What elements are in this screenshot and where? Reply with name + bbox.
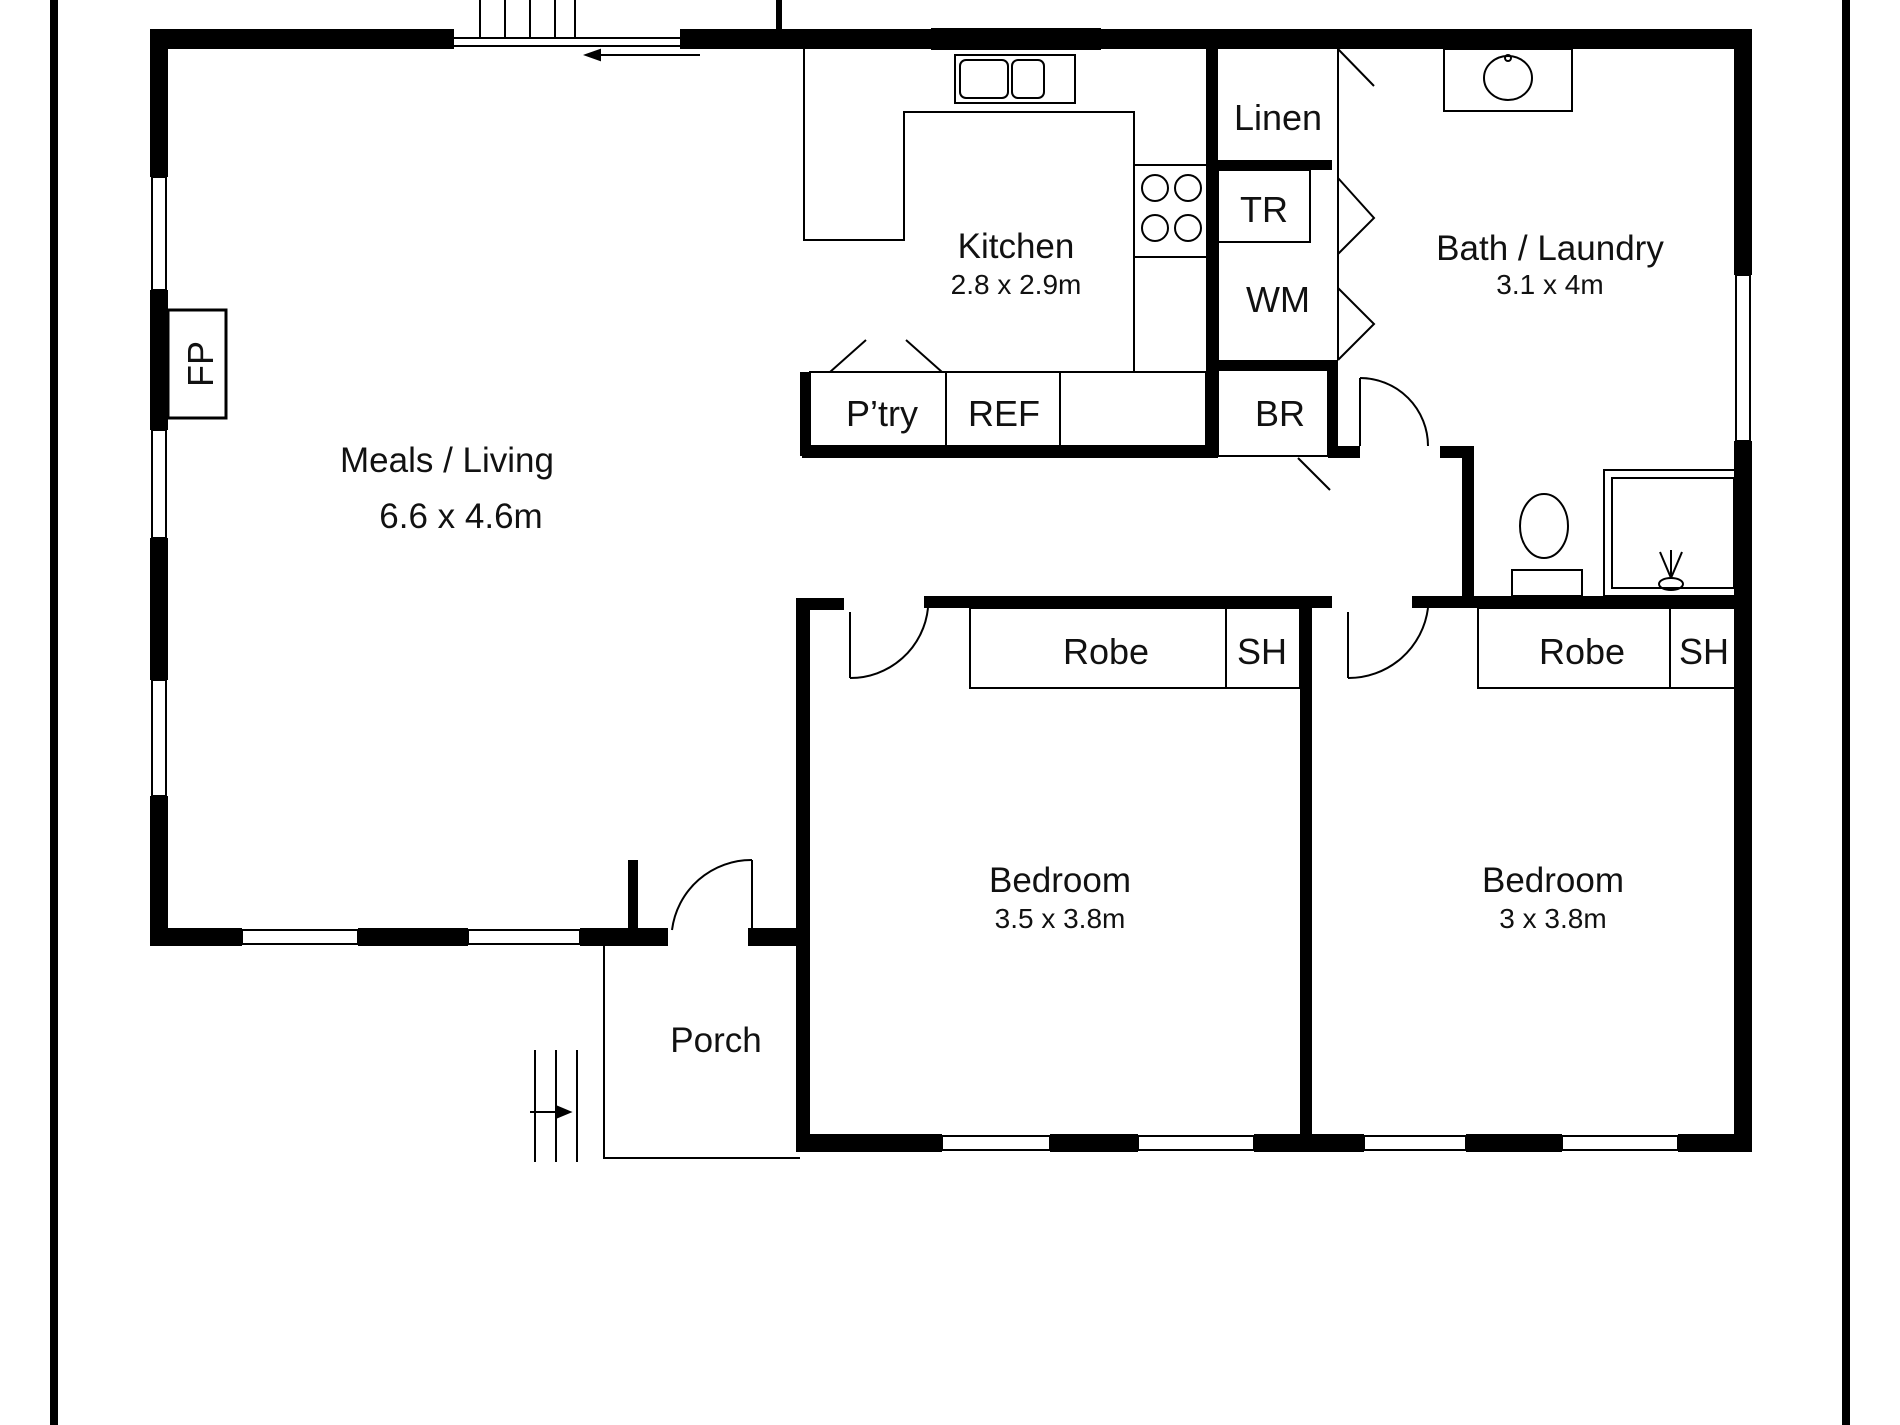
room-dims-meals-living: 6.6 x 4.6m [379,497,542,536]
label-wm: WM [1246,279,1310,320]
top-post [776,0,782,30]
doors [671,377,1429,931]
label-pantry: P’try [846,393,918,434]
sliding-door-top [454,0,700,62]
room-name-bedroom-1: Bedroom [989,861,1131,900]
room-dims-bath-laundry: 3.1 x 4m [1496,269,1603,300]
kitchen-benches [803,49,1211,447]
room-dims-bedroom-2: 3 x 3.8m [1499,903,1606,934]
label-robe-2: Robe [1539,631,1625,672]
robes [969,607,1743,689]
label-sh-2: SH [1679,631,1729,672]
label-sh-1: SH [1237,631,1287,672]
label-linen: Linen [1234,97,1322,138]
room-dims-bedroom-1: 3.5 x 3.8m [995,903,1126,934]
room-name-bedroom-2: Bedroom [1482,861,1624,900]
label-tr: TR [1240,189,1288,230]
label-br: BR [1255,393,1305,434]
interior-walls [628,44,1752,1152]
fireplace [166,308,228,420]
label-ref: REF [968,393,1040,434]
room-name-kitchen: Kitchen [958,227,1075,266]
page-frame [50,0,1850,1425]
bath-fixtures [1443,48,1743,597]
exterior-walls [150,29,1752,1152]
label-robe-1: Robe [1063,631,1149,672]
windows [151,28,1751,1151]
room-name-bath-laundry: Bath / Laundry [1436,229,1664,268]
label-fp: FP [180,341,221,387]
room-name-porch: Porch [670,1021,761,1060]
room-dims-kitchen: 2.8 x 2.9m [951,269,1082,300]
room-name-meals-living: Meals / Living [340,441,554,480]
utility-cupboards [1217,48,1376,491]
porch-outline [530,946,800,1162]
